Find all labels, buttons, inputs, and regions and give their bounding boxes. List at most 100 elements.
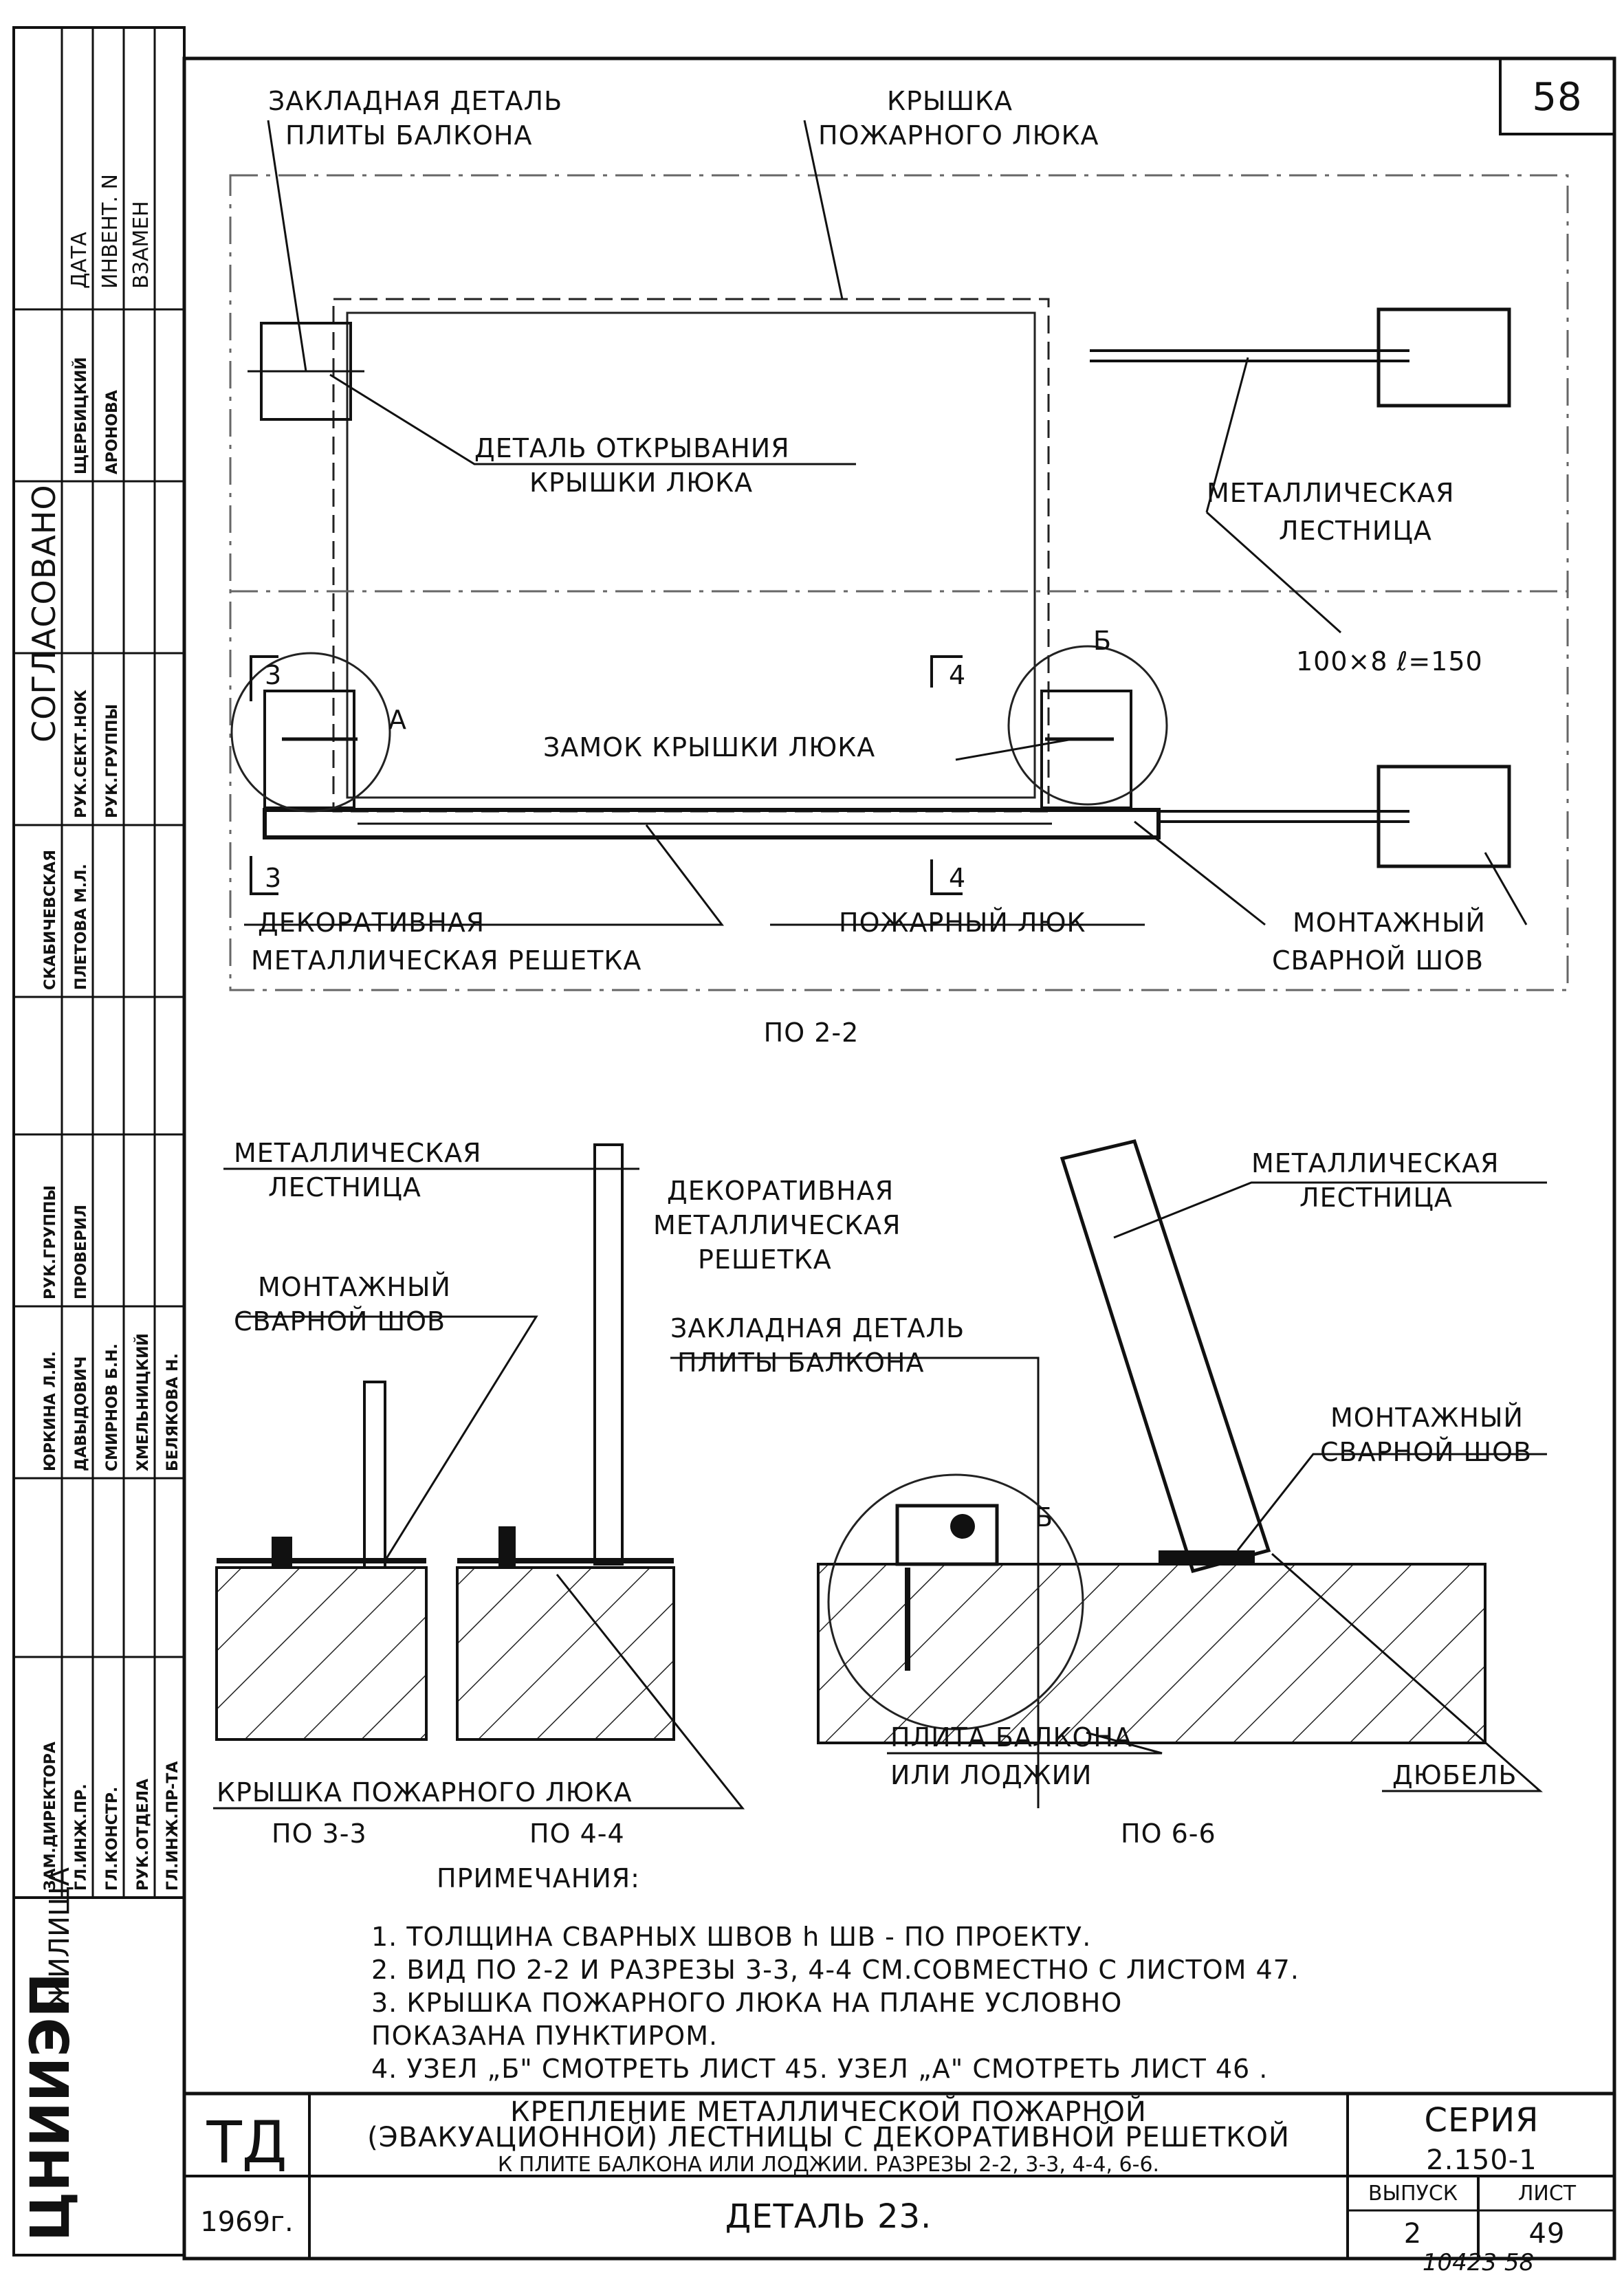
section-6-6: МЕТАЛЛИЧЕСКАЯ ЛЕСТНИЦА МОНТАЖНЫЙ СВАРНОЙ…	[817, 1139, 1547, 1849]
label-lock: ЗАМОК КРЫШКИ ЛЮКА	[543, 732, 875, 762]
sec-label-ladder: МЕТАЛЛИЧЕСКАЯ	[234, 1138, 482, 1168]
caption-4-4: ПО 4-4	[529, 1819, 625, 1849]
stamp-col-inv: ИНВЕНТ. N	[98, 174, 122, 289]
stamp-name: ГЛ.ИНЖ.ПР.	[73, 1783, 90, 1891]
stamp-name: БЕЛЯКОВА Н.	[164, 1353, 182, 1471]
tb-title-1: КРЕПЛЕНИЕ МЕТАЛЛИЧЕСКОЙ ПОЖАРНОЙ	[510, 2095, 1147, 2128]
note-item: 2. ВИД ПО 2-2 И РАЗРЕЗЫ 3-3, 4-4 СМ.СОВМ…	[371, 1955, 1299, 1985]
embedded-plate-right	[1040, 690, 1132, 809]
label-opening-detail-2: КРЫШКИ ЛЮКА	[529, 468, 753, 498]
notes-heading: ПРИМЕЧАНИЯ:	[437, 1863, 640, 1893]
sec6-label-ladder-2: ЛЕСТНИЦА	[1299, 1183, 1453, 1213]
node-a-label: А	[388, 705, 407, 735]
note-item: 3. КРЫШКА ПОЖАРНОГО ЛЮКА НА ПЛАНЕ УСЛОВН…	[371, 1988, 1122, 2018]
hatch-inner	[346, 311, 1036, 799]
node-a-circle	[230, 652, 391, 813]
label-embedded-detail-2: ПЛИТЫ БАЛКОНА	[285, 120, 533, 151]
stamp-name: СМИРНОВ Б.Н.	[104, 1343, 121, 1471]
stamp-name: РУК.ГРУППЫ	[42, 1185, 59, 1299]
sheet-number-box	[1499, 57, 1616, 135]
tb-series-label: СЕРИЯ	[1424, 2101, 1539, 2140]
stamp-name: ГЛ.КОНСТР.	[104, 1787, 121, 1891]
stamp-agreed: СОГЛАСОВАНО	[25, 484, 63, 743]
notes: ПРИМЕЧАНИЯ: 1. ТОЛЩИНА СВАРНЫХ ШВОВ h ШВ…	[371, 1863, 1299, 2084]
stamp-col-replace: ВЗАМЕН	[129, 201, 153, 289]
label-hatch-cover-2: ПОЖАРНОГО ЛЮКА	[818, 120, 1099, 151]
sec-label-decor-2: МЕТАЛЛИЧЕСКАЯ	[653, 1210, 901, 1240]
slab-section-6	[817, 1563, 1486, 1744]
stamp-org: ЦНИИЭП	[20, 1973, 82, 2241]
label-embedded-detail: ЗАКЛАДНАЯ ДЕТАЛЬ	[268, 86, 562, 116]
sec6-label-dowel: ДЮБЕЛЬ	[1392, 1760, 1517, 1790]
tb-year: 1969г.	[200, 2206, 294, 2238]
tb-sheet: 49	[1529, 2218, 1566, 2250]
tb-issue: 2	[1404, 2218, 1422, 2250]
stamp-name: РУК.ГРУППЫ	[104, 704, 121, 818]
slab-section-4	[456, 1566, 675, 1741]
tb-archive: 10423 58	[1423, 2249, 1534, 2273]
label-ladder: МЕТАЛЛИЧЕСКАЯ	[1207, 478, 1455, 508]
caption-6-6: ПО 6-6	[1121, 1819, 1216, 1849]
sec-label-decor-3: РЕШЕТКА	[698, 1244, 832, 1275]
caption-3-3: ПО 3-3	[272, 1819, 367, 1849]
label-decorative-2: МЕТАЛЛИЧЕСКАЯ РЕШЕТКА	[251, 945, 641, 976]
cut-mark-3-bottom: 3	[265, 863, 282, 893]
title-block: ТД 1969г. КРЕПЛЕНИЕ МЕТАЛЛИЧЕСКОЙ ПОЖАРН…	[182, 2091, 1616, 2273]
stamp-org-sub: ЖИЛИЩА	[44, 1867, 76, 2008]
sections-left: МЕТАЛЛИЧЕСКАЯ ЛЕСТНИЦА ДЕКОРАТИВНАЯ МЕТА…	[213, 1138, 1040, 1849]
note-item: 1. ТОЛЩИНА СВАРНЫХ ШВОВ h ШВ - ПО ПРОЕКТ…	[371, 1922, 1091, 1952]
sec6-label-slab-2: ИЛИ ЛОДЖИИ	[890, 1760, 1092, 1790]
embedded-plate-left	[263, 690, 355, 809]
sec6-label-slab: ПЛИТА БАЛКОНА	[890, 1722, 1132, 1753]
sec6-label-weld: МОНТАЖНЫЙ	[1330, 1403, 1524, 1433]
note-item: ПОКАЗАНА ПУНКТИРОМ.	[371, 2021, 718, 2051]
stamp-name: ПРОВЕРИЛ	[73, 1205, 90, 1299]
slab-section-3	[215, 1566, 428, 1741]
ladder-anchor-top	[1376, 307, 1511, 408]
sheet-number: 58	[1532, 75, 1582, 120]
label-ladder-2: ЛЕСТНИЦА	[1279, 516, 1432, 546]
rail-4	[593, 1143, 624, 1566]
plan-outline	[229, 174, 1569, 991]
left-stamp: ДАТА ИНВЕНТ. N ВЗАМЕН СОГЛАСОВАНО ЩЕРБИЦ…	[12, 26, 186, 2256]
stamp-name: СКАБИЧЕВСКАЯ	[42, 850, 59, 990]
node-b-label: Б	[1093, 626, 1112, 656]
cut-mark-3-top: 3	[265, 660, 282, 690]
tb-detail: ДЕТАЛЬ 23.	[725, 2197, 932, 2236]
tb-issue-label: ВЫПУСК	[1368, 2182, 1458, 2206]
stamp-name: ЩЕРБИЦКИЙ	[72, 357, 90, 474]
sec-label-embedded-2: ПЛИТЫ БАЛКОНА	[677, 1348, 925, 1378]
label-weld: МОНТАЖНЫЙ	[1293, 908, 1486, 938]
label-decorative: ДЕКОРАТИВНАЯ	[258, 908, 485, 938]
sec6-label-ladder: МЕТАЛЛИЧЕСКАЯ	[1251, 1148, 1500, 1178]
cut-mark-4-bottom: 4	[949, 863, 966, 893]
tb-series: 2.150-1	[1426, 2144, 1537, 2176]
tb-title-2: (ЭВАКУАЦИОННОЙ) ЛЕСТНИЦЫ С ДЕКОРАТИВНОЙ …	[367, 2120, 1290, 2153]
sec-label-decor: ДЕКОРАТИВНАЯ	[667, 1176, 894, 1206]
stamp-name: ХМЕЛЬНИЦКИЙ	[134, 1333, 152, 1471]
sec-label-embedded: ЗАКЛАДНАЯ ДЕТАЛЬ	[670, 1313, 965, 1343]
decorative-grid-bar	[263, 808, 1161, 839]
sec-label-cover: КРЫШКА ПОЖАРНОГО ЛЮКА	[217, 1777, 633, 1808]
stamp-name: ДАВЫДОВИЧ	[73, 1357, 90, 1471]
stamp-name: ЮРКИНА Л.И.	[42, 1351, 59, 1471]
sec-label-ladder-2: ЛЕСТНИЦА	[268, 1172, 421, 1203]
hinge-6	[895, 1504, 999, 1566]
stamp-name: ГЛ.ИНЖ.ПР-ТА	[164, 1761, 182, 1891]
stamp-name: РУК.ОТДЕЛА	[135, 1779, 152, 1891]
cut-mark-4-top: 4	[949, 660, 966, 690]
tb-code: ТД	[206, 2109, 287, 2176]
label-weld-2: СВАРНОЙ ШОВ	[1272, 945, 1484, 976]
sec6-label-weld-2: СВАРНОЙ ШОВ	[1320, 1437, 1532, 1467]
node-b-circle-6	[827, 1473, 1084, 1731]
node-b-circle	[1007, 645, 1168, 806]
stamp-col-date: ДАТА	[67, 232, 91, 289]
label-profile: 100×8 ℓ=150	[1296, 646, 1483, 677]
sec-label-weld: МОНТАЖНЫЙ	[258, 1272, 451, 1302]
tb-sheet-label: ЛИСТ	[1518, 2182, 1577, 2206]
ladder-anchor-bottom	[1376, 765, 1511, 868]
stamp-name: ЗАМ.ДИРЕКТОРА	[42, 1742, 59, 1891]
label-opening-detail: ДЕТАЛЬ ОТКРЫВАНИЯ	[474, 433, 790, 463]
